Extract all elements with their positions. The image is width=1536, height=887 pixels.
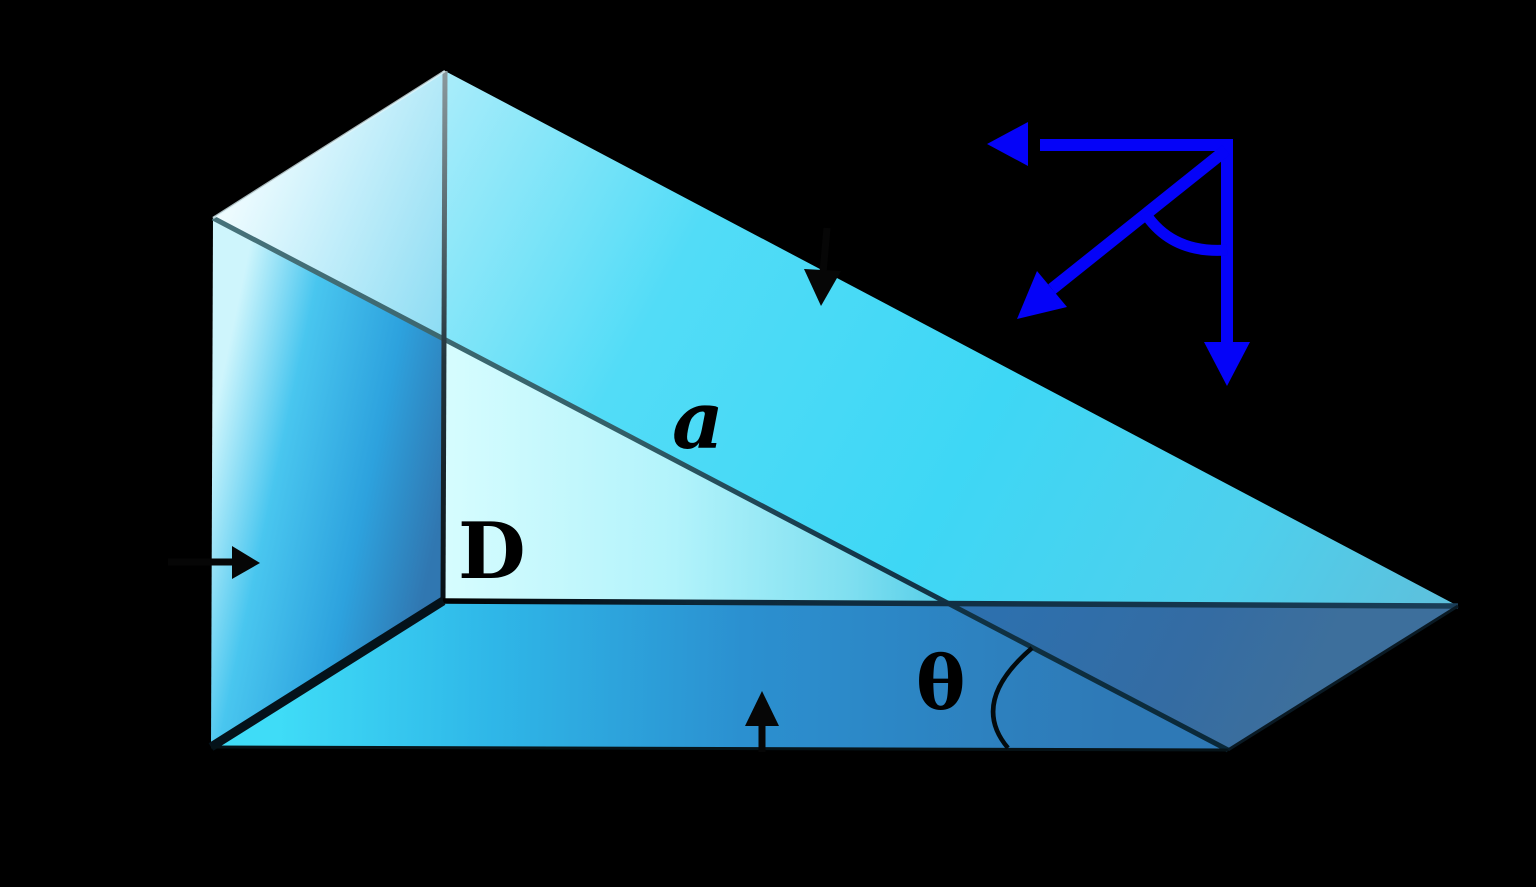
down-arrowhead-icon — [804, 269, 841, 306]
prism-right-tip-face — [949, 604, 1458, 750]
black-arrow-top-down — [804, 227, 841, 306]
prism-incline-face — [213, 71, 1458, 750]
edge-top-ridge — [212, 69, 446, 220]
edge-back-hypotenuse — [211, 215, 1230, 753]
black-arrow-bottom-up — [745, 691, 779, 752]
blue-angle-arc — [1140, 209, 1228, 256]
right-arrowhead-icon — [232, 546, 260, 579]
vector-decomposition — [987, 122, 1250, 386]
edge-front-bottom — [442, 598, 1459, 609]
edge-right-silhouette — [1227, 604, 1459, 752]
blue-shaft-diagonal — [1048, 145, 1230, 294]
edge-bottom-left — [208, 597, 446, 751]
label-depth: D — [458, 506, 526, 597]
label-incline-length: a — [672, 373, 724, 467]
black-arrow-left-right — [168, 546, 260, 579]
label-base-angle: θ — [916, 641, 965, 727]
blue-down-arrowhead-icon — [1204, 342, 1250, 386]
up-arrowhead-icon — [745, 691, 779, 726]
blue-shaft-horizontal-and-vertical — [1040, 139, 1233, 347]
prism-left-face — [211, 218, 443, 747]
theta-angle-arc — [990, 646, 1034, 750]
prism-incline-back-corner — [213, 71, 445, 339]
edge-bottom-silhouette — [210, 745, 1229, 752]
blue-diagonal-arrowhead-icon — [1017, 271, 1067, 319]
edge-front-vertical — [440, 70, 448, 602]
blue-left-arrowhead-icon — [987, 122, 1028, 166]
